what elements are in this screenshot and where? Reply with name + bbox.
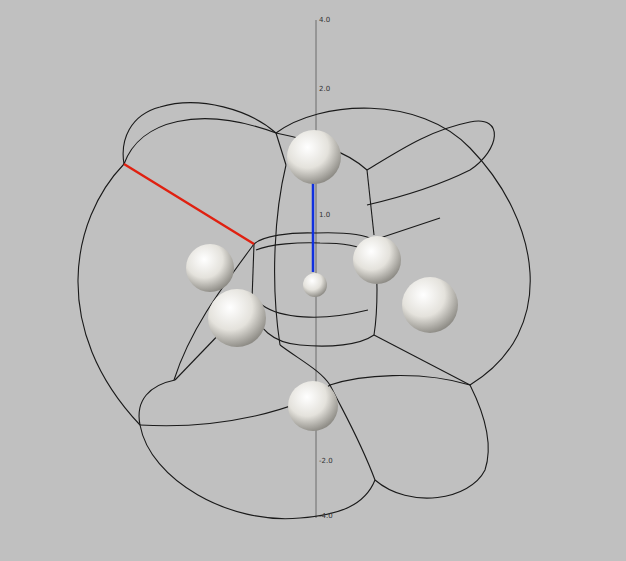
axis-tick-label: -4.0 xyxy=(319,513,333,520)
axis-tick-label: 4.0 xyxy=(319,17,330,24)
axis-tick-label: 2.0 xyxy=(319,86,330,93)
axis-tick-label: -2.0 xyxy=(319,458,333,465)
axis-tick-label: 1.0 xyxy=(319,212,330,219)
